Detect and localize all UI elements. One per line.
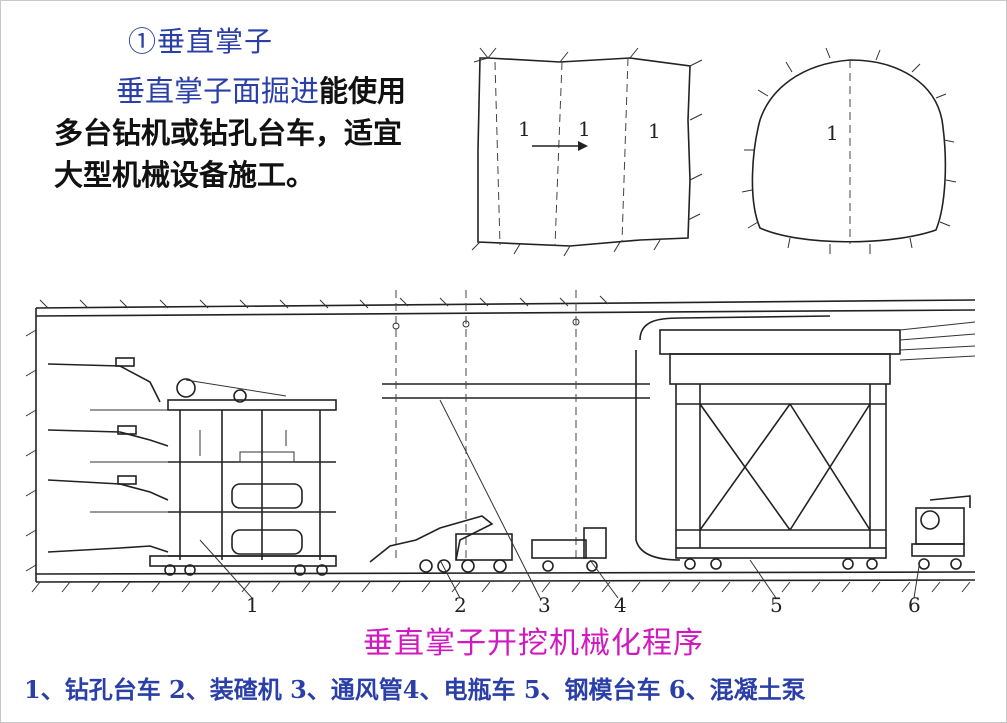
excavation-procedure-diagram: 1 2 3 4 5 6 bbox=[25, 290, 976, 617]
section-heading: ①垂直掌子 bbox=[128, 25, 274, 58]
diagram-caption: 垂直掌子开挖机械化程序 bbox=[363, 626, 704, 661]
equipment-number: 2 bbox=[454, 593, 467, 617]
equipment-number: 5 bbox=[770, 593, 783, 617]
equipment-number: 1 bbox=[246, 593, 259, 617]
equipment-number: 4 bbox=[614, 593, 627, 617]
section-label: 1 bbox=[826, 121, 839, 145]
equipment-number: 3 bbox=[538, 593, 551, 617]
equipment-legend: 1、钻孔台车 2、装碴机 3、通风管4、电瓶车 5、钢模台车 6、混凝土泵 bbox=[24, 675, 806, 704]
cross-section-view: 1 bbox=[741, 47, 957, 254]
equipment-number: 6 bbox=[908, 593, 921, 617]
description-text: 垂直掌子面掘进能使用多台钻机或钻孔台车，适宜大型机械设备施工。 bbox=[54, 70, 414, 196]
face-label: 1 bbox=[648, 119, 661, 143]
description-body: 能使用多台钻机或钻孔台车，适宜大型机械设备施工。 bbox=[54, 74, 407, 192]
drilling-jumbo bbox=[47, 357, 337, 576]
ventilation-duct bbox=[382, 290, 650, 560]
longitudinal-face-view: 1 1 1 bbox=[471, 47, 703, 257]
mucking-loader bbox=[369, 515, 513, 573]
concrete-pump bbox=[911, 495, 971, 570]
battery-locomotive bbox=[531, 527, 607, 572]
steel-formwork-carriage bbox=[635, 315, 976, 570]
face-label: 1 bbox=[578, 117, 591, 141]
face-label: 1 bbox=[518, 117, 531, 141]
description-highlight: 垂直掌子面掘进 bbox=[116, 74, 320, 108]
